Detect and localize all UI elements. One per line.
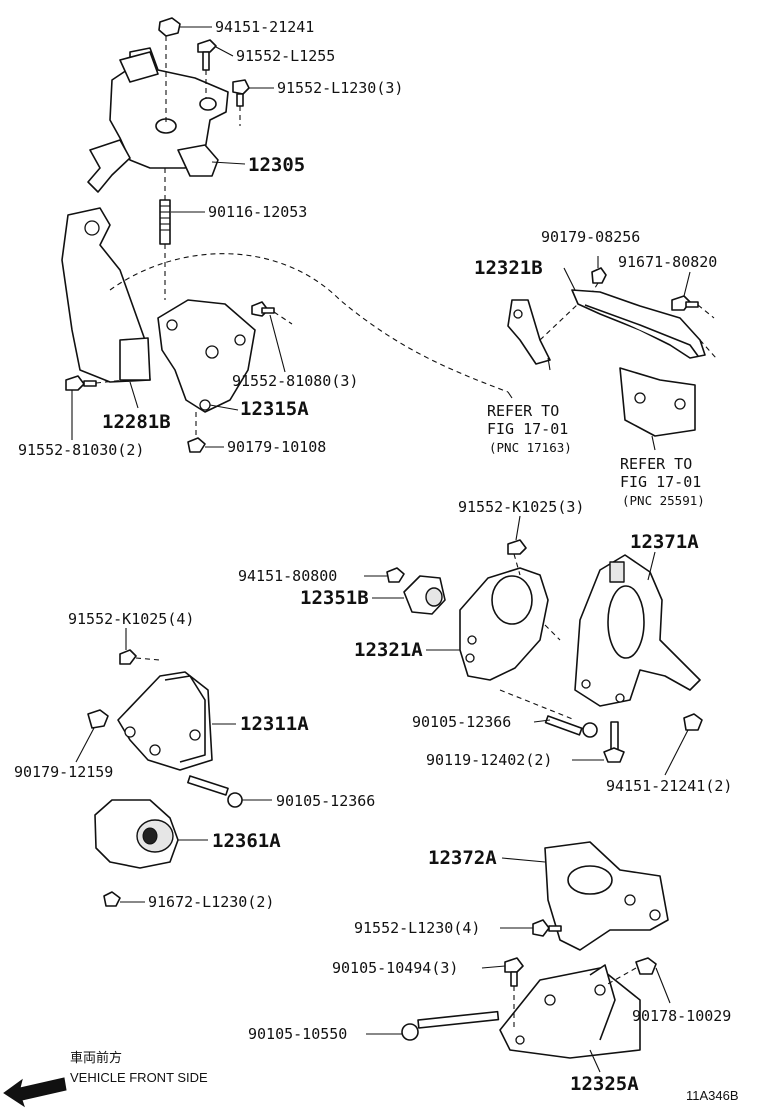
refer-to-1-line1: REFER TO bbox=[487, 402, 559, 420]
direction-label-en: VEHICLE FRONT SIDE bbox=[70, 1070, 208, 1085]
callout-91552-L1230-3: 91552-L1230(3) bbox=[277, 79, 403, 97]
callout-90105-10494-3: 90105-10494(3) bbox=[332, 959, 458, 977]
bolt-91552-L1255 bbox=[197, 39, 217, 53]
callout-91671-80820: 91671-80820 bbox=[618, 253, 717, 271]
nut-94151-21241 bbox=[158, 17, 181, 37]
callout-12325A: 12325A bbox=[570, 1073, 639, 1095]
mount-12371A bbox=[544, 554, 703, 763]
callout-12311A: 12311A bbox=[240, 713, 309, 735]
bracket-12311A bbox=[87, 649, 243, 808]
bracket-12315A bbox=[65, 299, 293, 453]
leader-lines bbox=[71, 26, 691, 1073]
callout-12351B: 12351B bbox=[300, 587, 369, 609]
callout-90179-10108: 90179-10108 bbox=[227, 438, 326, 456]
callout-94151-21241-2: 94151-21241(2) bbox=[606, 777, 732, 795]
callout-91552-81080-3: 91552-81080(3) bbox=[232, 372, 358, 390]
callout-12321B: 12321B bbox=[474, 257, 543, 279]
callout-90105-12366-b: 90105-12366 bbox=[276, 792, 375, 810]
refer-to-2-line3: (PNC 25591) bbox=[622, 493, 705, 508]
callout-12305: 12305 bbox=[248, 154, 305, 176]
callout-90116-12053: 90116-12053 bbox=[208, 203, 307, 221]
callout-90119-12402-2: 90119-12402(2) bbox=[426, 751, 552, 769]
callout-90105-10550: 90105-10550 bbox=[248, 1025, 347, 1043]
bracket-12321B bbox=[507, 267, 717, 437]
callout-91672-L1230-2: 91672-L1230(2) bbox=[148, 893, 274, 911]
callout-12281B: 12281B bbox=[102, 411, 171, 433]
refer-to-2-line2: FIG 17-01 bbox=[620, 473, 701, 491]
insulator-12361A bbox=[94, 799, 179, 907]
callout-12321A: 12321A bbox=[354, 639, 423, 661]
callout-94151-21241: 94151-21241 bbox=[215, 18, 314, 36]
callout-90105-12366-a: 90105-12366 bbox=[412, 713, 511, 731]
callout-91552-K1025-3: 91552-K1025(3) bbox=[458, 498, 584, 516]
callout-12361A: 12361A bbox=[212, 830, 281, 852]
bracket-12325A bbox=[401, 957, 657, 1059]
bracket-12372A bbox=[532, 841, 669, 951]
callout-90178-10029: 90178-10029 bbox=[632, 1007, 731, 1025]
callout-91552-81030-2: 91552-81030(2) bbox=[18, 441, 144, 459]
callout-94151-80800: 94151-80800 bbox=[238, 567, 337, 585]
callout-90179-08256: 90179-08256 bbox=[541, 228, 640, 246]
bolt-91552-L1230 bbox=[232, 79, 250, 95]
front-direction-indicator: 車両前方 VEHICLE FRONT SIDE bbox=[3, 1050, 208, 1108]
callout-12315A: 12315A bbox=[240, 398, 309, 420]
front-arrow-icon bbox=[3, 1077, 67, 1108]
callout-12371A: 12371A bbox=[630, 531, 699, 553]
callout-91552-L1255: 91552-L1255 bbox=[236, 47, 335, 65]
callout-91552-L1230-4: 91552-L1230(4) bbox=[354, 919, 480, 937]
upper-mount-assembly-12305 bbox=[87, 17, 250, 193]
bracket-12281B bbox=[61, 207, 151, 383]
refer-to-1-line2: FIG 17-01 bbox=[487, 420, 568, 438]
stud-90116-12053 bbox=[159, 168, 171, 300]
refer-to-1-line3: (PNC 17163) bbox=[489, 440, 572, 455]
callout-12372A: 12372A bbox=[428, 847, 497, 869]
callout-90179-12159: 90179-12159 bbox=[14, 763, 113, 781]
direction-label-jp: 車両前方 bbox=[70, 1050, 122, 1065]
figure-code: 11A346B bbox=[686, 1088, 739, 1103]
mount-assembly-12321A bbox=[386, 539, 576, 721]
callout-91552-K1025-4: 91552-K1025(4) bbox=[68, 610, 194, 628]
refer-to-2-line1: REFER TO bbox=[620, 455, 692, 473]
